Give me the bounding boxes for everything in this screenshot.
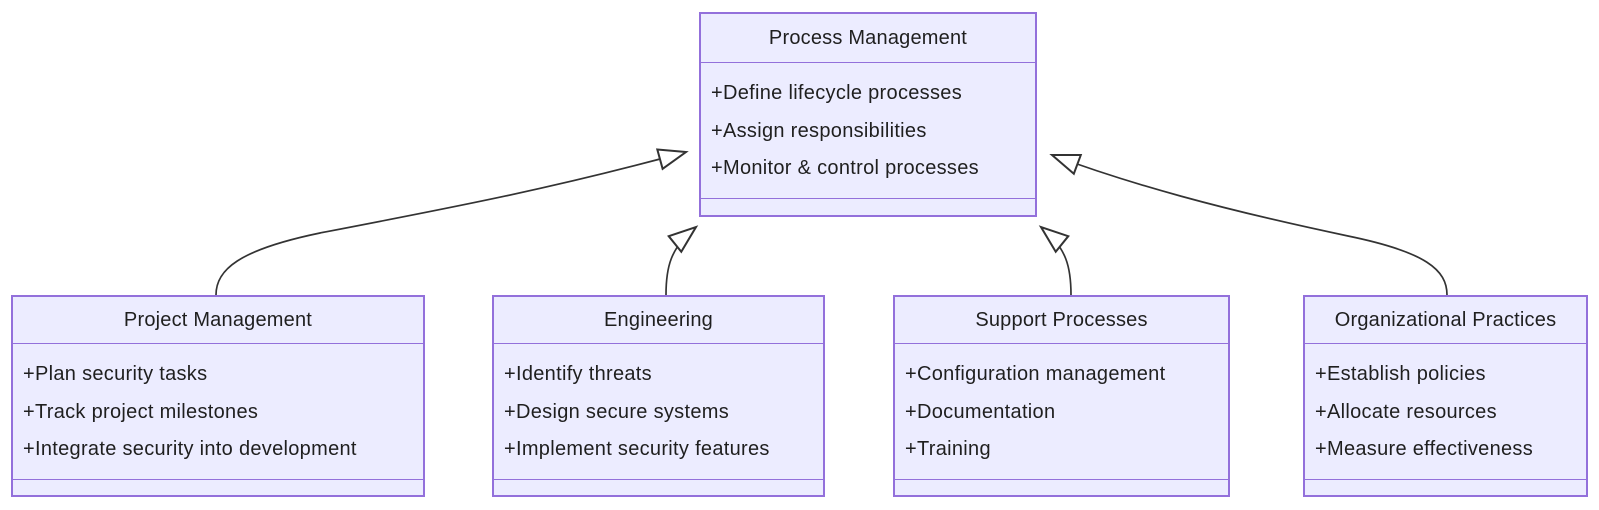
class-title: Engineering <box>494 297 823 344</box>
class-method: +Monitor & control processes <box>711 157 979 180</box>
class-box-support-processes: Support Processes +Configuration managem… <box>893 295 1230 497</box>
class-method: +Integrate security into development <box>23 438 357 461</box>
class-title: Organizational Practices <box>1305 297 1586 344</box>
class-method: +Configuration management <box>905 363 1166 386</box>
class-method: +Design secure systems <box>504 400 730 423</box>
class-empty-compartment <box>1305 479 1586 495</box>
class-method: +Define lifecycle processes <box>711 82 962 105</box>
class-empty-compartment <box>494 479 823 495</box>
class-method: +Implement security features <box>504 438 770 461</box>
class-empty-compartment <box>701 198 1035 215</box>
class-methods: +Define lifecycle processes +Assign resp… <box>701 63 1035 198</box>
inheritance-arrow-organizational-practices <box>1049 153 1448 296</box>
inheritance-arrow-engineering <box>665 225 699 296</box>
class-title: Project Management <box>13 297 423 344</box>
inheritance-arrow-project-management <box>215 148 689 296</box>
class-method: +Plan security tasks <box>23 363 208 386</box>
class-method: +Training <box>905 438 991 461</box>
class-title: Process Management <box>701 14 1035 63</box>
class-method: +Track project milestones <box>23 400 259 423</box>
class-method: +Measure effectiveness <box>1315 438 1534 461</box>
class-box-engineering: Engineering +Identify threats +Design se… <box>492 295 825 497</box>
class-methods: +Configuration management +Documentation… <box>895 344 1228 479</box>
class-empty-compartment <box>13 479 423 495</box>
class-methods: +Establish policies +Allocate resources … <box>1305 344 1586 479</box>
class-empty-compartment <box>895 479 1228 495</box>
class-box-process-management: Process Management +Define lifecycle pro… <box>699 12 1037 217</box>
class-box-project-management: Project Management +Plan security tasks … <box>11 295 425 497</box>
class-method: +Documentation <box>905 400 1056 423</box>
class-method: +Identify threats <box>504 363 652 386</box>
class-box-organizational-practices: Organizational Practices +Establish poli… <box>1303 295 1588 497</box>
class-title: Support Processes <box>895 297 1228 344</box>
class-methods: +Plan security tasks +Track project mile… <box>13 344 423 479</box>
inheritance-arrow-support-processes <box>1038 225 1072 296</box>
class-methods: +Identify threats +Design secure systems… <box>494 344 823 479</box>
class-method: +Assign responsibilities <box>711 119 927 142</box>
class-method: +Allocate resources <box>1315 400 1497 423</box>
class-method: +Establish policies <box>1315 363 1486 386</box>
